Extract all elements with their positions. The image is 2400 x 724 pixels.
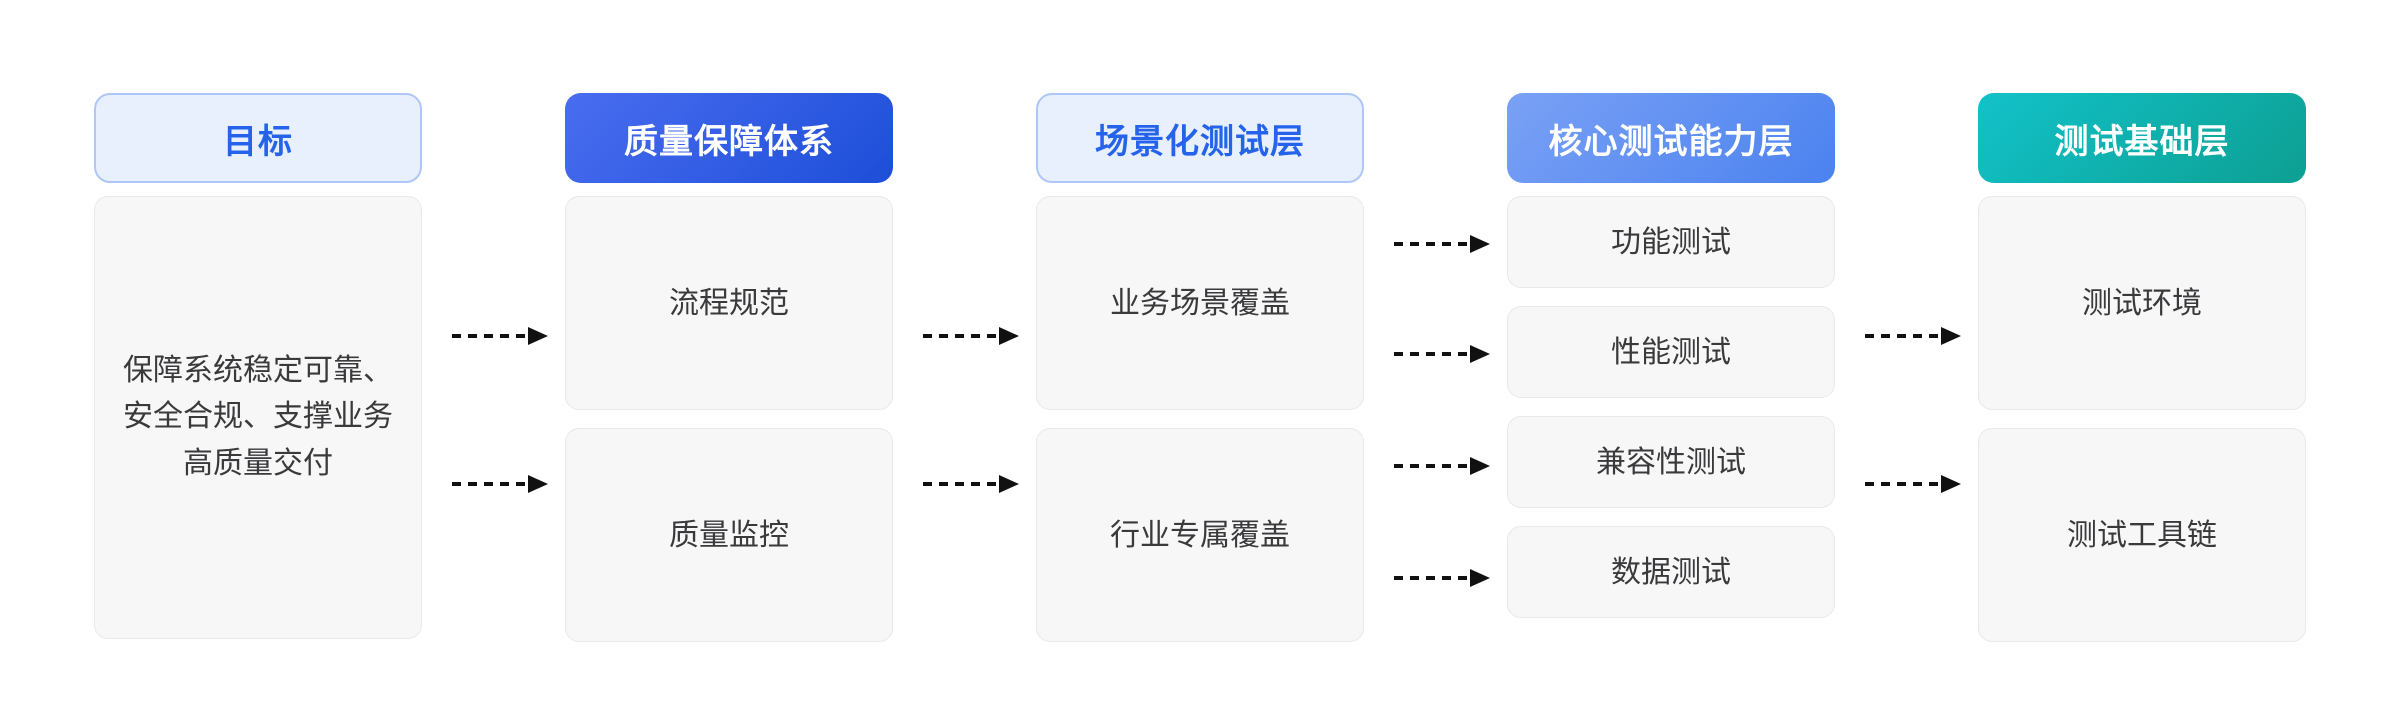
column-header-core-capability-layer[interactable]: 核心测试能力层: [1507, 93, 1835, 183]
card-business-scenario-coverage[interactable]: 业务场景覆盖: [1036, 196, 1364, 410]
connector-arrow-capability-to-test-toolchain: [1865, 474, 1965, 494]
column-header-goal[interactable]: 目标: [94, 93, 422, 183]
column-quality-system: 质量保障体系 流程规范 质量监控: [565, 93, 893, 642]
card-industry-specific-coverage[interactable]: 行业专属覆盖: [1036, 428, 1364, 642]
card-compatibility-test[interactable]: 兼容性测试: [1507, 416, 1835, 508]
connector-arrow-goal-to-process: [452, 326, 552, 346]
card-test-environment[interactable]: 测试环境: [1978, 196, 2306, 410]
column-header-scenario-layer[interactable]: 场景化测试层: [1036, 93, 1364, 183]
column-header-foundation-layer[interactable]: 测试基础层: [1978, 93, 2306, 183]
column-body-goal: 保障系统稳定可靠、安全合规、支撑业务高质量交付: [94, 196, 422, 639]
connector-arrow-process-to-business-scenario: [923, 326, 1023, 346]
column-body-scenario-layer: 业务场景覆盖 行业专属覆盖: [1036, 196, 1364, 642]
card-quality-monitoring[interactable]: 质量监控: [565, 428, 893, 642]
card-performance-test[interactable]: 性能测试: [1507, 306, 1835, 398]
connector-arrow-goal-to-monitoring: [452, 474, 552, 494]
connector-arrow-scenario-to-functional-test: [1394, 234, 1494, 254]
column-foundation-layer: 测试基础层 测试环境 测试工具链: [1978, 93, 2306, 642]
connector-arrow-scenario-to-data-test: [1394, 568, 1494, 588]
card-goal-statement[interactable]: 保障系统稳定可靠、安全合规、支撑业务高质量交付: [94, 196, 422, 639]
connector-arrow-scenario-to-performance-test: [1394, 344, 1494, 364]
column-body-quality-system: 流程规范 质量监控: [565, 196, 893, 642]
column-core-capability-layer: 核心测试能力层 功能测试 性能测试 兼容性测试 数据测试: [1507, 93, 1835, 618]
card-process-standard[interactable]: 流程规范: [565, 196, 893, 410]
column-body-core-capability-layer: 功能测试 性能测试 兼容性测试 数据测试: [1507, 196, 1835, 618]
card-functional-test[interactable]: 功能测试: [1507, 196, 1835, 288]
connector-arrow-capability-to-test-environment: [1865, 326, 1965, 346]
connector-arrow-monitoring-to-industry-coverage: [923, 474, 1023, 494]
column-body-foundation-layer: 测试环境 测试工具链: [1978, 196, 2306, 642]
card-data-test[interactable]: 数据测试: [1507, 526, 1835, 618]
connector-arrow-scenario-to-compatibility-test: [1394, 456, 1494, 476]
card-test-toolchain[interactable]: 测试工具链: [1978, 428, 2306, 642]
column-goal: 目标 保障系统稳定可靠、安全合规、支撑业务高质量交付: [94, 93, 422, 639]
column-header-quality-system[interactable]: 质量保障体系: [565, 93, 893, 183]
column-scenario-layer: 场景化测试层 业务场景覆盖 行业专属覆盖: [1036, 93, 1364, 642]
